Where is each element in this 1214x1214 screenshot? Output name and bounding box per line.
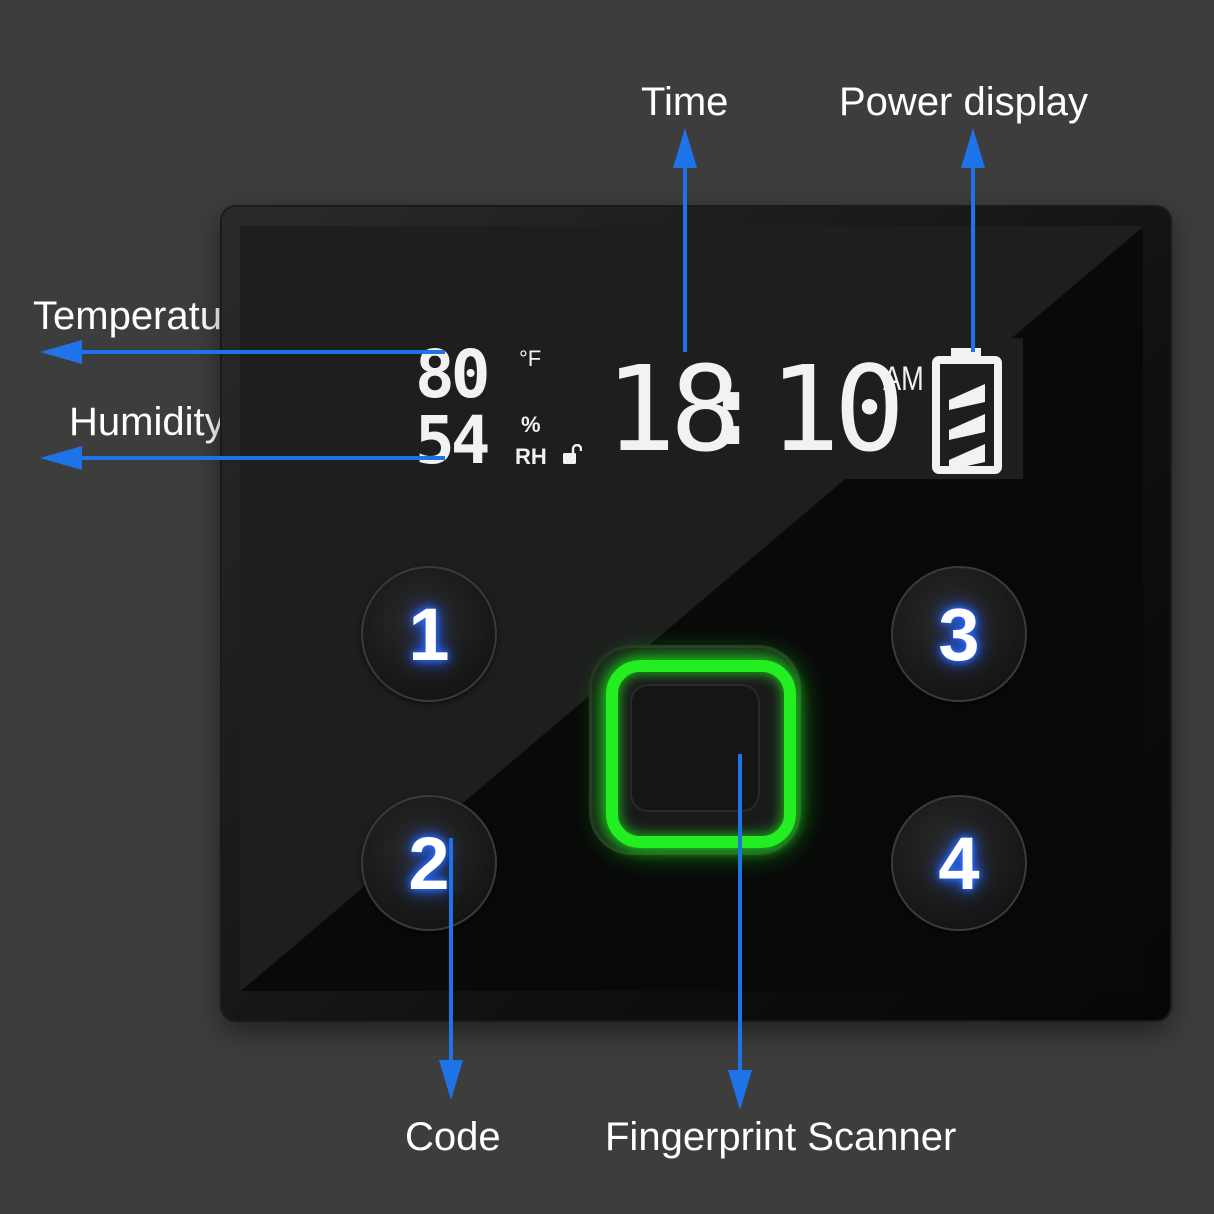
callout-time: Time (641, 80, 729, 124)
callout-fingerprint-scanner: Fingerprint Scanner (605, 1115, 957, 1159)
battery-bar (949, 444, 985, 470)
temperature-unit: °F (519, 346, 542, 371)
time-arrowhead (673, 128, 697, 168)
fingerprint-scanner-glow-ring (606, 660, 796, 848)
temperature-readout: 80 (415, 336, 491, 413)
humidity-unit-percent: % (521, 412, 541, 437)
lcd-display: 80 °F 54 % RH 18 : 10 AM (365, 338, 1023, 479)
key-3-label: 3 (938, 592, 980, 676)
battery-bar (949, 414, 985, 440)
time-colon: : (701, 351, 762, 468)
callout-power-display: Power display (839, 80, 1089, 124)
key-2-label: 2 (408, 821, 450, 905)
fingerprint-scanner-pad[interactable] (630, 684, 760, 812)
keypad-button-1[interactable]: 1 (361, 566, 497, 702)
time-hours: 18 (605, 340, 741, 478)
keypad-button-4[interactable]: 4 (891, 795, 1027, 931)
keypad-button-3[interactable]: 3 (891, 566, 1027, 702)
temperature-arrowhead (40, 340, 82, 364)
key-1-label: 1 (408, 592, 450, 676)
humidity-unit-rh: RH (515, 444, 547, 469)
keypad-button-2[interactable]: 2 (361, 795, 497, 931)
code-arrowhead (439, 1060, 463, 1100)
time-minutes: 10 (769, 340, 905, 478)
battery-icon (932, 348, 1002, 474)
humidity-readout: 54 (415, 402, 491, 479)
fingerprint-scanner-arrowhead (728, 1070, 752, 1110)
key-4-label: 4 (938, 821, 980, 905)
meridiem: AM (883, 360, 924, 398)
callout-temperature: Temperature (33, 294, 258, 338)
battery-bar (949, 384, 985, 410)
callout-code: Code (405, 1115, 501, 1159)
power-display-arrowhead (961, 128, 985, 168)
callout-humidity: Humidity (69, 400, 225, 444)
unlocked-padlock-icon (563, 444, 582, 464)
battery-bars (949, 384, 985, 470)
humidity-arrowhead (40, 446, 82, 470)
